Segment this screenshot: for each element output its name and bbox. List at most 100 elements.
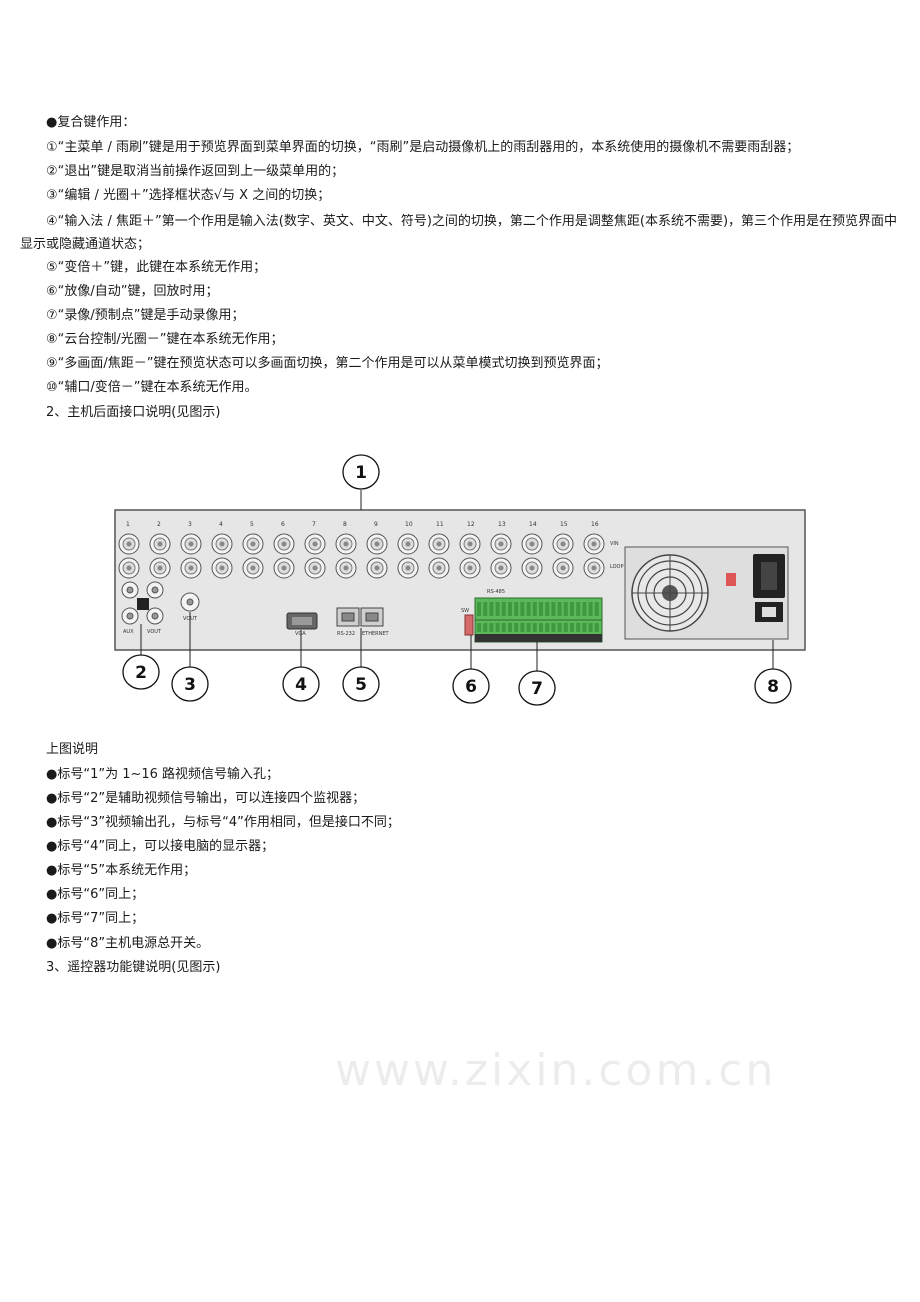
loop-output-bnc bbox=[428, 557, 450, 579]
aux-output-connectors bbox=[121, 581, 164, 625]
svg-text:7: 7 bbox=[531, 679, 543, 699]
rs232-label: RS-232 bbox=[337, 631, 355, 637]
loop-output-bnc bbox=[149, 557, 171, 579]
video-input-bnc bbox=[490, 533, 512, 555]
svg-text:5: 5 bbox=[355, 675, 367, 695]
channel-number: 16 bbox=[591, 521, 599, 528]
aux-label: AUX bbox=[123, 629, 134, 635]
sw-label: SW bbox=[461, 608, 469, 614]
key-item-9: ⑨“多画面/焦距－”键在预览状态可以多画面切换，第二个作用是可以从菜单模式切换到… bbox=[46, 356, 609, 371]
loop-output-bnc bbox=[397, 557, 419, 579]
loop-output-bnc bbox=[583, 557, 605, 579]
svg-text:1: 1 bbox=[355, 463, 367, 483]
channel-number: 13 bbox=[498, 521, 506, 528]
video-input-bnc bbox=[552, 533, 574, 555]
key-item-4: ④“输入法 / 焦距＋”第一个作用是输入法(数字、英文、中文、符号)之间的切换，… bbox=[20, 214, 898, 252]
video-input-bnc bbox=[366, 533, 388, 555]
channel-number: 8 bbox=[343, 521, 347, 528]
caption-item-2: ●标号“2”是辅助视频信号输出，可以连接四个监视器； bbox=[46, 791, 366, 806]
callout-5: 5 bbox=[342, 666, 380, 702]
loop-output-bnc bbox=[242, 557, 264, 579]
vout-connector bbox=[180, 592, 200, 612]
callout-4: 4 bbox=[282, 666, 320, 702]
key-item-7: ⑦“录像/预制点”键是手动录像用； bbox=[46, 308, 245, 323]
loop-output-bnc bbox=[366, 557, 388, 579]
loop-output-bnc bbox=[273, 557, 295, 579]
caption-item-6: ●标号“6”同上； bbox=[46, 887, 145, 902]
callout-6: 6 bbox=[452, 668, 490, 704]
watermark: www.zixin.com.cn bbox=[335, 1045, 777, 1096]
video-input-bnc bbox=[273, 533, 295, 555]
channel-number: 6 bbox=[281, 521, 285, 528]
channel-number: 4 bbox=[219, 521, 223, 528]
video-input-bnc bbox=[521, 533, 543, 555]
key-item-3: ③“编辑 / 光圈＋”选择框状态√与 X 之间的切换； bbox=[46, 188, 331, 203]
svg-text:2: 2 bbox=[135, 663, 147, 683]
callout-7: 7 bbox=[518, 670, 556, 706]
video-input-bnc bbox=[180, 533, 202, 555]
loop-output-bnc bbox=[521, 557, 543, 579]
caption-item-4: ●标号“4”同上，可以接电脑的显示器； bbox=[46, 839, 275, 854]
terminal-block bbox=[474, 597, 603, 643]
caption-item-8: ●标号“8”主机电源总开关。 bbox=[46, 936, 210, 951]
key-item-1: ①“主菜单 / 雨刷”键是用于预览界面到菜单界面的切换，“雨刷”是启动摄像机上的… bbox=[46, 140, 800, 155]
loop-output-bnc bbox=[211, 557, 233, 579]
loop-output-bnc bbox=[180, 557, 202, 579]
loop-output-bnc bbox=[490, 557, 512, 579]
rj45-ports bbox=[336, 607, 384, 627]
channel-number: 5 bbox=[250, 521, 254, 528]
caption-item-3: ●标号“3”视频输出孔，与标号“4”作用相同，但是接口不同； bbox=[46, 815, 400, 830]
section-3-title: 3、遥控器功能键说明(见图示) bbox=[46, 960, 221, 975]
caption-item-7: ●标号“7”同上； bbox=[46, 911, 145, 926]
caption-item-1: ●标号“1”为 1~16 路视频信号输入孔； bbox=[46, 767, 280, 782]
video-input-bnc bbox=[397, 533, 419, 555]
key-item-5: ⑤“变倍＋”键，此键在本系统无作用； bbox=[46, 260, 267, 275]
channel-number: 9 bbox=[374, 521, 378, 528]
key-item-8: ⑧“云台控制/光圈－”键在本系统无作用； bbox=[46, 332, 284, 347]
svg-text:3: 3 bbox=[184, 675, 196, 695]
leader-lines bbox=[140, 490, 774, 672]
callout-1: 1 bbox=[342, 454, 380, 490]
rs485-label: RS-485 bbox=[487, 589, 505, 595]
video-input-bnc bbox=[149, 533, 171, 555]
channel-number: 11 bbox=[436, 521, 444, 528]
vin-label: VIN bbox=[610, 541, 619, 547]
video-input-bnc bbox=[459, 533, 481, 555]
video-input-bnc bbox=[428, 533, 450, 555]
channel-number: 1 bbox=[126, 521, 130, 528]
loop-output-bnc bbox=[304, 557, 326, 579]
channel-number: 14 bbox=[529, 521, 537, 528]
bnc-connectors bbox=[118, 533, 605, 579]
power-supply bbox=[624, 546, 789, 640]
video-input-bnc bbox=[304, 533, 326, 555]
channel-number: 15 bbox=[560, 521, 568, 528]
callout-3: 3 bbox=[171, 666, 209, 702]
video-input-bnc bbox=[242, 533, 264, 555]
loop-output-bnc bbox=[335, 557, 357, 579]
video-input-bnc bbox=[211, 533, 233, 555]
composite-keys-heading: ●复合键作用： bbox=[46, 115, 136, 130]
video-input-bnc bbox=[118, 533, 140, 555]
loop-output-bnc bbox=[552, 557, 574, 579]
loop-output-bnc bbox=[118, 557, 140, 579]
ethernet-label: ETHERNET bbox=[362, 631, 390, 637]
section-2-title: 2、主机后面接口说明(见图示) bbox=[46, 405, 221, 420]
callout-2: 2 bbox=[122, 654, 160, 690]
channel-number: 10 bbox=[405, 521, 413, 528]
channel-number: 3 bbox=[188, 521, 192, 528]
video-input-bnc bbox=[335, 533, 357, 555]
svg-text:6: 6 bbox=[465, 677, 477, 697]
aux-vout-label: VOUT bbox=[147, 629, 162, 635]
channel-number: 7 bbox=[312, 521, 316, 528]
key-item-2: ②“退出”键是取消当前操作返回到上一级菜单用的； bbox=[46, 164, 345, 179]
key-item-6: ⑥“放像/自动”键，回放时用； bbox=[46, 284, 219, 299]
power-indicator bbox=[726, 573, 736, 586]
dip-switch bbox=[464, 614, 474, 636]
svg-text:4: 4 bbox=[295, 675, 307, 695]
video-input-bnc bbox=[583, 533, 605, 555]
vga-port bbox=[286, 612, 318, 630]
loop-output-bnc bbox=[459, 557, 481, 579]
